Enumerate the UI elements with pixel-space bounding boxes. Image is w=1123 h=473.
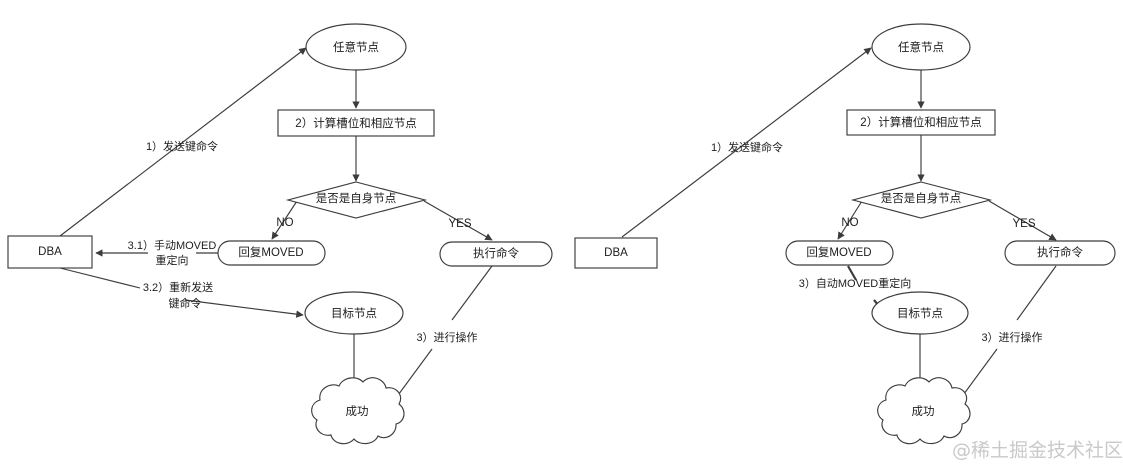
right-edge-dba-to-any-node: [621, 47, 872, 238]
left-node-is-self-decision[interactable]: 是否是自身节点: [285, 181, 428, 219]
left-node-calc-slot[interactable]: 2）计算槽位和相应节点: [277, 109, 435, 137]
left-edge-decision-no: [271, 200, 298, 240]
right-node-exec-cmd[interactable]: 执行命令: [1004, 240, 1116, 266]
right-node-exec-cmd-label: 执行命令: [1037, 245, 1083, 259]
left-diagram: 1）发送键命令 NO YES 3.1）手动MOVED 重定向 3.2）重新发送 …: [7, 23, 553, 445]
left-node-target-node[interactable]: 目标节点: [304, 291, 404, 335]
left-node-dba[interactable]: DBA: [7, 235, 93, 269]
left-edge-dba-to-any-node: [59, 47, 307, 237]
right-label-auto-moved: 3）自动MOVED重定向: [799, 276, 911, 290]
left-label-yes: YES: [448, 218, 471, 230]
right-node-is-self-label: 是否是自身节点: [881, 191, 962, 205]
right-node-reply-moved[interactable]: 回复MOVED: [785, 240, 894, 266]
left-node-any-node[interactable]: 任意节点: [305, 23, 407, 71]
right-label-do-operation: 3）进行操作: [981, 330, 1042, 344]
left-node-exec-cmd-label: 执行命令: [473, 246, 519, 260]
right-node-target-node[interactable]: 目标节点: [871, 291, 969, 335]
right-node-any-node[interactable]: 任意节点: [871, 23, 971, 71]
watermark-text: @稀土掘金技术社区: [952, 440, 1123, 462]
left-label-do-operation: 3）进行操作: [416, 330, 477, 344]
right-label-yes: YES: [1012, 218, 1035, 230]
right-node-dba-label: DBA: [604, 247, 628, 259]
left-label-resend-line1: 3.2）重新发送: [143, 280, 213, 294]
left-node-success[interactable]: 成功: [311, 377, 405, 445]
left-label-resend-line2: 键命令: [169, 296, 202, 310]
watermark: @稀土掘金技术社区: [952, 440, 1123, 462]
right-node-any-node-label: 任意节点: [898, 40, 944, 54]
left-label-no: NO: [276, 217, 293, 229]
left-node-target-node-label: 目标节点: [331, 307, 377, 320]
left-label-manual-moved-line2: 重定向: [156, 253, 189, 267]
right-node-dba[interactable]: DBA: [574, 237, 658, 269]
left-edge-decision-yes: [423, 200, 493, 241]
right-label-no: NO: [841, 217, 858, 229]
right-node-target-node-label: 目标节点: [897, 307, 943, 320]
right-node-calc-slot[interactable]: 2）计算槽位和相应节点: [846, 109, 996, 136]
right-node-reply-moved-label: 回复MOVED: [806, 246, 871, 259]
left-node-exec-cmd[interactable]: 执行命令: [439, 241, 553, 267]
right-edge-decision-no: [837, 200, 863, 240]
left-node-success-label: 成功: [346, 405, 369, 418]
right-label-send-key-cmd: 1）发送键命令: [711, 140, 783, 154]
right-node-calc-slot-label: 2）计算槽位和相应节点: [860, 115, 981, 129]
right-edge-decision-yes: [988, 200, 1057, 241]
right-node-success[interactable]: 成功: [877, 377, 971, 445]
left-node-reply-moved[interactable]: 回复MOVED: [217, 240, 326, 266]
right-diagram: 1）发送键命令 NO YES 3）自动MOVED重定向 3）进行操作 任意节点 …: [574, 23, 1116, 445]
left-node-reply-moved-label: 回复MOVED: [238, 246, 303, 259]
right-node-success-label: 成功: [912, 405, 935, 418]
left-label-send-key-cmd: 1）发送键命令: [146, 139, 218, 153]
left-node-is-self-label: 是否是自身节点: [316, 191, 397, 205]
left-edge-dba-to-target-node: [59, 267, 303, 315]
left-node-dba-label: DBA: [38, 246, 62, 258]
left-node-any-node-label: 任意节点: [333, 40, 379, 54]
left-label-manual-moved-line1: 3.1）手动MOVED: [128, 238, 217, 252]
right-node-is-self-decision[interactable]: 是否是自身节点: [850, 181, 993, 219]
left-node-calc-slot-label: 2）计算槽位和相应节点: [295, 116, 416, 130]
